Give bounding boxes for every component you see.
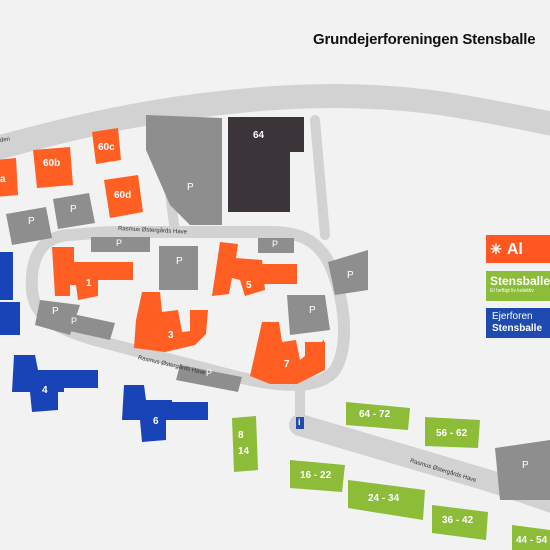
parking-label: P <box>347 270 354 281</box>
label-building-5: 5 <box>246 280 252 291</box>
label-building-1: 1 <box>86 278 92 289</box>
building-60c <box>92 128 121 164</box>
label-building-60b: 60b <box>43 158 61 169</box>
label-building-a: a <box>0 174 6 185</box>
alm-brand-logo: ✳ Al <box>486 235 550 263</box>
parking-label: P <box>206 368 213 378</box>
parking-label: P <box>70 204 77 215</box>
label-building-60c: 60c <box>98 142 115 153</box>
alm-brand-text: Al <box>506 241 523 258</box>
building-dark <box>228 117 304 212</box>
building-24-34 <box>348 480 425 520</box>
label-building-7: 7 <box>284 359 290 370</box>
parking-areas <box>6 115 550 500</box>
main-road-top <box>0 84 550 160</box>
building-left-2 <box>0 302 20 335</box>
building-64 <box>228 117 304 212</box>
parking-6 <box>287 295 330 335</box>
parking-big <box>146 115 222 225</box>
label-building-3: 3 <box>168 330 174 341</box>
label-building-8-14: 8 14 <box>238 430 250 457</box>
label-building-4: 4 <box>42 385 48 396</box>
label-building-6: 6 <box>153 416 159 427</box>
driveway-right <box>310 115 330 240</box>
parking-4 <box>91 237 150 252</box>
label-building-16-22: 16 - 22 <box>300 470 332 481</box>
parking-10 <box>176 365 242 392</box>
ejerforening-line2: Stensballe <box>492 323 543 334</box>
building-8-14 <box>232 416 258 472</box>
parking-2 <box>53 193 95 229</box>
label-building-64: 64 <box>253 130 265 141</box>
map-title: Grundejerforeningen Stensballe <box>313 31 536 48</box>
building-1 <box>52 247 133 300</box>
building-56-62 <box>425 417 480 448</box>
buildings-blue <box>0 252 208 442</box>
building-16-22 <box>290 460 345 492</box>
parking-label: P <box>187 182 194 193</box>
parking-7 <box>328 250 368 295</box>
parking-label: P <box>309 305 316 316</box>
building-5 <box>212 242 297 296</box>
label-building-44-54: 44 - 54 <box>516 535 548 546</box>
alm-brand-mark-icon: ✳ <box>490 241 502 257</box>
parking-5 <box>258 238 294 253</box>
parking-1 <box>6 207 52 245</box>
building-64-72 <box>346 402 410 430</box>
building-6 <box>122 385 208 442</box>
building-a <box>0 158 18 197</box>
ejerforening-logo: Ejerforen Stensballe <box>486 308 550 338</box>
parking-label: P <box>116 238 123 248</box>
parking-label: P <box>52 306 59 317</box>
buildings-green <box>232 402 550 550</box>
building-44-54 <box>512 525 550 550</box>
building-3 <box>134 292 208 352</box>
building-60d <box>104 175 143 218</box>
stensballe-logo: Stensballe Et heftigt liv kolektiv <box>486 271 550 301</box>
building-36-42 <box>432 505 488 540</box>
stensballe-logo-title: Stensballe <box>490 274 550 288</box>
building-left-1 <box>0 252 13 300</box>
building-7 <box>250 322 325 384</box>
parking-label: P <box>71 316 78 326</box>
building-60b <box>33 147 73 188</box>
ring-road <box>25 226 350 391</box>
building-4 <box>12 355 98 412</box>
info-marker-bg <box>296 417 304 429</box>
parking-label: P <box>28 216 35 227</box>
info-marker: i <box>298 417 301 427</box>
label-building-60d: 60d <box>114 190 132 201</box>
parking-label: P <box>272 239 279 249</box>
parking-3 <box>159 246 198 290</box>
parking-label: P <box>522 460 529 471</box>
label-building-24-34: 24 - 34 <box>368 493 400 504</box>
label-building-56-62: 56 - 62 <box>436 428 468 439</box>
parking-11 <box>495 440 550 500</box>
stensballe-logo-tagline: Et heftigt liv kolektiv <box>490 288 534 294</box>
buildings-orange <box>0 128 325 384</box>
parking-9 <box>65 313 115 340</box>
parking-label: P <box>176 256 183 267</box>
label-building-64-72: 64 - 72 <box>359 409 391 420</box>
label-building-36-42: 36 - 42 <box>442 515 474 526</box>
ejerforening-line1: Ejerforen <box>492 311 533 322</box>
